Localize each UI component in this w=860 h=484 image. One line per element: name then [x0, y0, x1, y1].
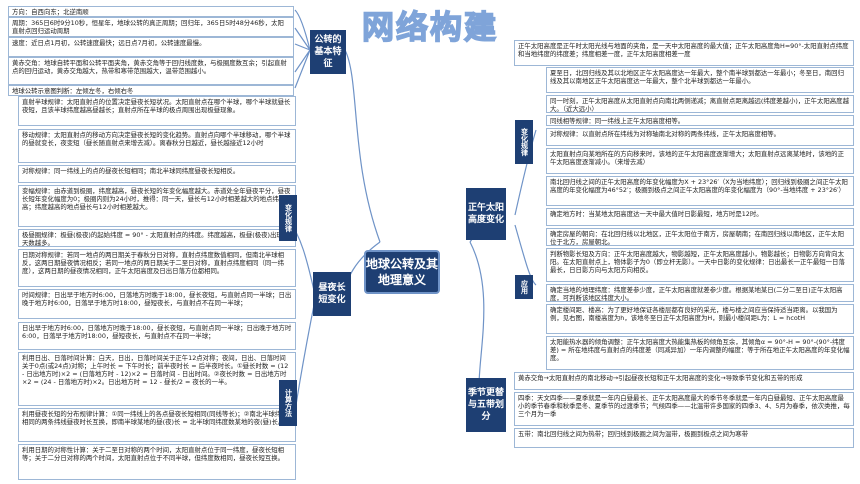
connector-revolution-leaves	[294, 9, 311, 89]
calc-symmetry: 利用日期的对称性计算：关于二至日对称的两个时间，太阳直射点位于同一纬度，昼夜长短…	[18, 444, 296, 480]
day-hemisphere-rule: 直射半球规律：太阳直射点的位置决定昼夜长短状况。太阳直射点在哪个半球，哪个半球就…	[18, 96, 296, 126]
calc-sunrise-sunset: 利用日出、日落时间计算：白天，日出，日落时间关于正午12点对称；夜间，日出、日落…	[18, 352, 296, 406]
sub-noon-app: 应用	[515, 275, 533, 299]
noon-app-orientation: 确定房屋的朝向：在北回归线以北地区，正午太阳位于南方，房屋朝南；在南回归线以南地…	[546, 228, 854, 246]
noon-solstice-rule: 夏至日，北回归线及其以北地区正午太阳高度达一年最大，整个南半球到都达一年最小；冬…	[546, 67, 854, 93]
connector-noon-app	[514, 224, 537, 286]
noon-same-latitude-rule: 同线相等规律：同一纬线上正午太阳高度相等。	[546, 115, 854, 126]
day-date-rule: 日期对称规律：若同一地点的两日期关于春秋分日对称，直射点纬度数值相同，但南北半球…	[18, 249, 296, 287]
rev-obliquity: 黄赤交角：地球自转平面和公转平面夹角，黄赤交角等于回归线度数，与极圈度数互余；引…	[8, 57, 294, 85]
noon-app-localtime: 确定地方时：当某地太阳高度达一天中最大值时日影最短，地方时是12时。	[546, 208, 854, 226]
day-move-rule: 移动规律：太阳直射点的移动方向决定昼夜长短的变化趋势。直射点向哪个半球移动，哪个…	[18, 129, 296, 163]
rev-diagram-tip: 地球公转示意图判断：左倾左冬，右倾右冬	[8, 85, 294, 96]
noon-app-building-spacing: 确定楼间距、楼高：为了更好地保证各楼层都有良好的采光，楼与楼之间应当保持适当距离…	[546, 304, 854, 334]
day-time-rule: 时间规律：日出早于地方时6:00，日落地方时晚于18:00，昼长夜短，与直射点同…	[18, 289, 296, 319]
sub-daylength-rule: 变化规律	[279, 195, 297, 241]
noon-definition: 正午太阳高度是正午时太阳光线与地面的夹角，是一天中太阳高度的最大值；正午太阳高度…	[514, 40, 854, 66]
sub-daylength-calc: 计算方法	[279, 380, 297, 426]
calc-sunrise: 日出早于地方时6:00，日落地方时晚于18:00，昼长夜短，与直射点同一半球；日…	[18, 322, 296, 350]
rev-direction: 方向：自西向东；北逆南顺	[8, 6, 294, 17]
noon-distance-rule: 同一时刻，正午太阳高度从太阳直射点向南北两侧递减；离直射点距离越远(纬度差越小)…	[546, 95, 854, 113]
category-revolution: 公转的基本特征	[310, 30, 346, 74]
connector-daylength-calc	[295, 299, 316, 406]
center-topic: 地球公转及其地理意义	[364, 250, 440, 294]
day-polar-rule: 极昼圈规律：极昼(极夜)的起始纬度 = 90° - 太阳直射点的纬度。纬度越高，…	[18, 229, 296, 247]
noon-app-shadow: 判断物影长短及方向：正午太阳高度越大，物影越短，正午太阳高度越小，物影越长；日物…	[546, 248, 854, 282]
connector-center-revolution	[344, 49, 381, 243]
noon-symmetry-rule: 对称规律：以直射点所在纬线为对称轴南北对称的两条纬线，正午太阳高度相等。	[546, 128, 854, 146]
noon-app-latitude: 确定当地的地理纬度：纬度差参少度，正午太阳高度就差参少度。根据某地某日(二分二至…	[546, 284, 854, 302]
rev-speed: 速度：近日点1月初，公转速度最快；远日点7月初，公转速度最慢。	[8, 37, 294, 57]
calc-distribution: 利用昼夜长短的分布规律计算：①同一纬线上的各点昼夜长短相同(同线等长)；②南北半…	[18, 408, 296, 442]
sub-noon-rule: 变化规律	[515, 120, 533, 164]
connector-daylength-rule	[295, 231, 316, 296]
noon-movement-rule: 太阳直射点向某地所在的方向移来时，该地的正午太阳高度逐渐增大；太阳直射点远离某地…	[546, 148, 854, 174]
category-daylength: 昼夜长短变化	[313, 272, 351, 316]
season-four-seasons: 四季：天文四季——夏季就是一年内白昼最长、正午太阳高度最大的季节冬季就是一年内白…	[514, 392, 854, 426]
watermark-title: 网络构建	[361, 7, 499, 47]
noon-app-solar-heater: 太阳能热水器的倾角调整：正午太阳高度大热能集热板的倾角互余，其倾角α = 90°…	[546, 336, 854, 370]
day-amplitude-rule: 变幅规律：由赤道到极圈，纬度越高，昼夜长短的年变化幅度越大。赤道处全年昼夜平分，…	[18, 185, 296, 227]
category-noon: 正午太阳高度变化	[466, 188, 506, 240]
rev-period: 周期：365日6时9分10秒，恒星年，地球公转的真正周期；回归年，365日5时4…	[8, 17, 294, 37]
noon-amplitude-rule: 南北回归线之间的正午太阳高度的年变化幅度为X + 23°26′（X为当地纬度）；…	[546, 176, 854, 206]
day-symmetry-rule: 对称规律：同一纬线上的点的昼夜长短相同；南北半球同纬度昼夜长短相反。	[18, 165, 296, 183]
category-seasons: 季节更替与五带划分	[466, 378, 506, 432]
season-five-zones: 五带：南北回归线之间为热带；回归线到极圈之间为温带，极圈到极点之间为寒带	[514, 428, 854, 448]
season-cause: 黄赤交角→太阳直射点的南北移动→引起昼夜长短和正午太阳高度的变化→导致季节变化和…	[514, 372, 854, 390]
